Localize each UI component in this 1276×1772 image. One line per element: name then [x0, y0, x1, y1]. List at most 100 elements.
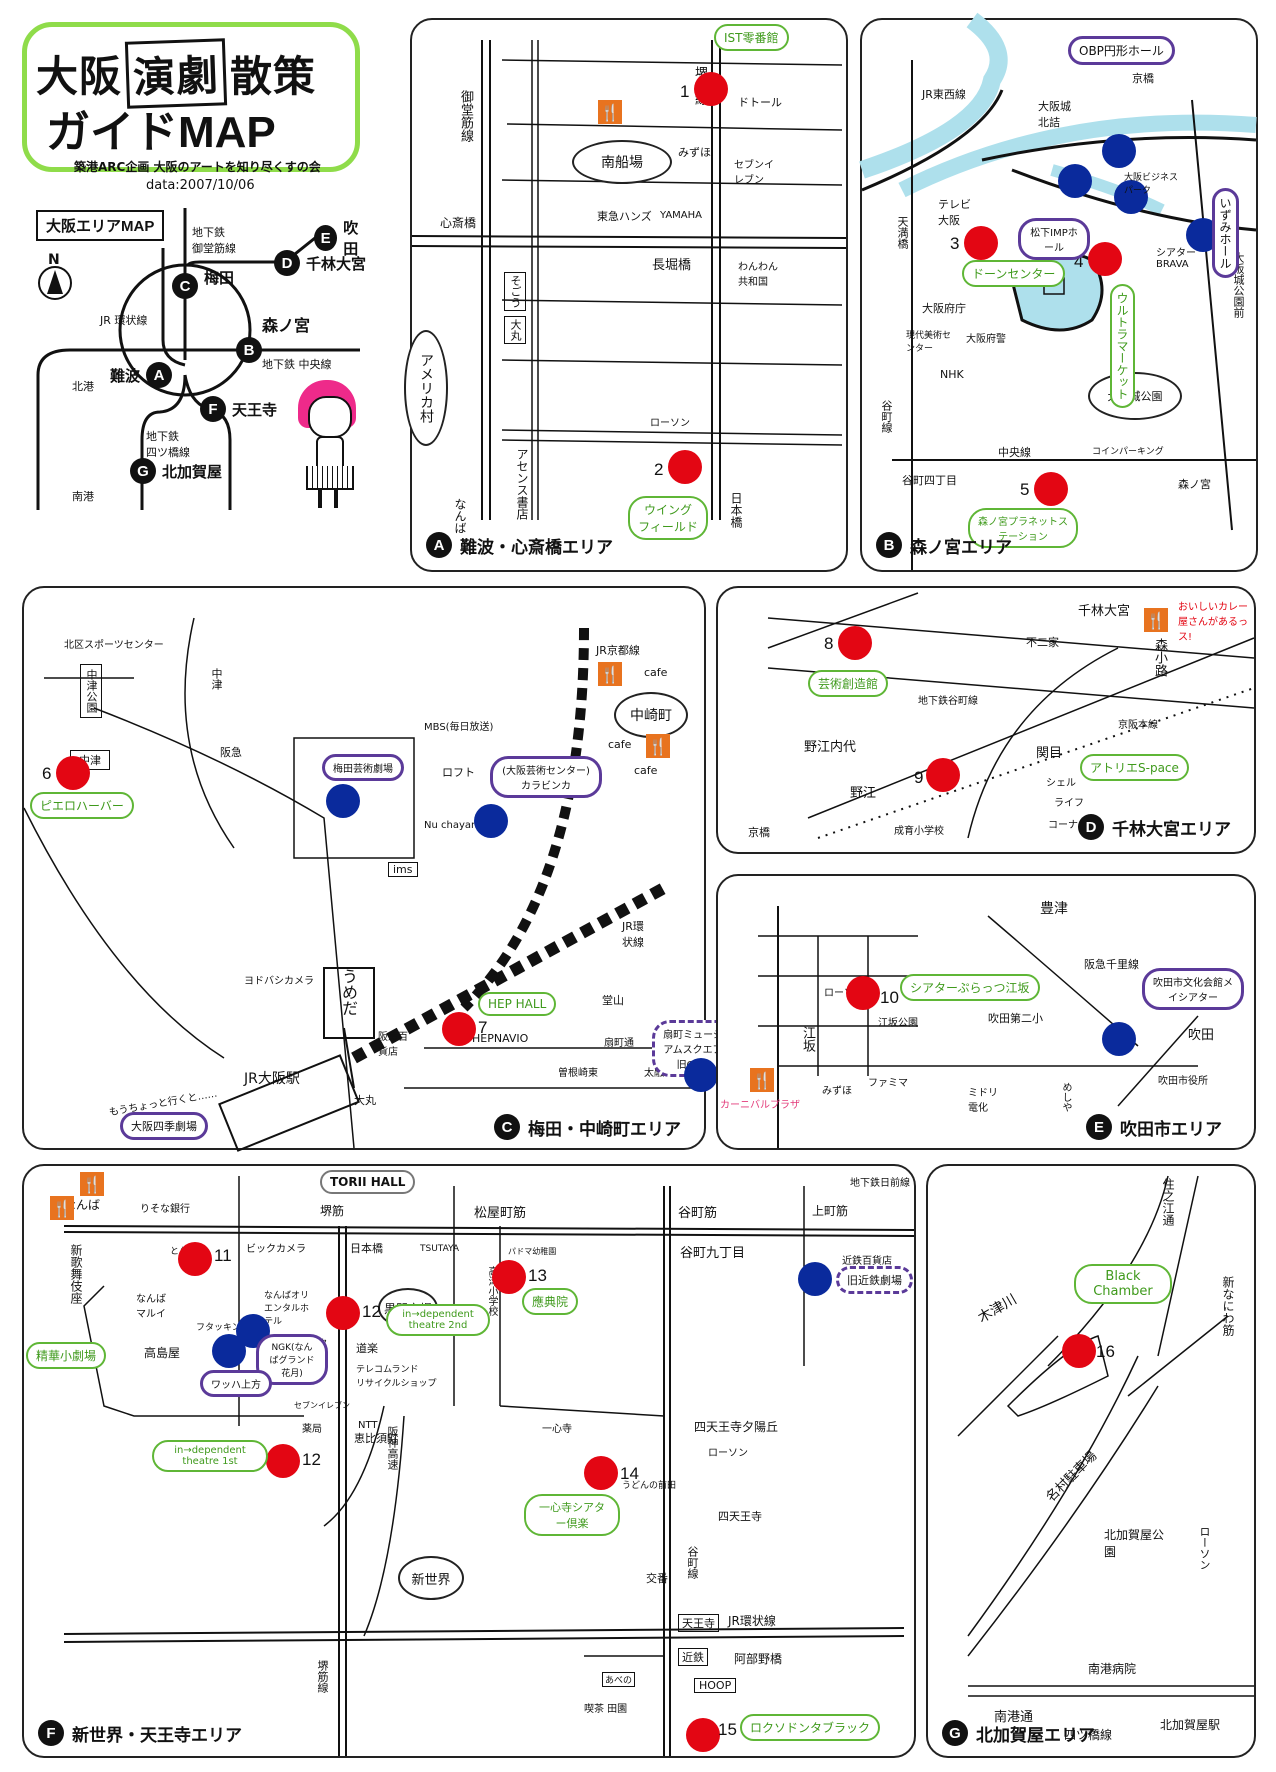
- station-jr-osaka: JR大阪駅: [244, 1071, 300, 1087]
- venue-label-izumi-hall[interactable]: いずみホール: [1212, 188, 1239, 278]
- landmark-yamaha: YAMAHA: [660, 210, 703, 221]
- venue-pin-3[interactable]: [964, 226, 998, 260]
- venue-label-black-chamber[interactable]: Black Chamber: [1074, 1264, 1172, 1304]
- venue-label-planet-station[interactable]: 森ノ宮プラネットステーション: [968, 508, 1078, 548]
- restaurant-icon: 🍴: [598, 100, 622, 124]
- area-g-panel: 住之江通 南港通 新なにわ筋 四ツ橋線 北加賀屋駅 木津川 名村駐車場 北加賀屋…: [926, 1164, 1256, 1758]
- venue-pin-12-1st[interactable]: [266, 1444, 300, 1478]
- area-a-title: A 難波・心斎橋エリア: [426, 532, 613, 558]
- landmark-isshinji: 一心寺: [542, 1424, 572, 1435]
- venue-label-dawn-center[interactable]: ドーンセンター: [962, 260, 1066, 287]
- area-e-title: E 吹田市エリア: [1086, 1114, 1222, 1140]
- venue-pin-obp-hall[interactable]: [1102, 134, 1136, 168]
- line-jr-kyoto: JR京都線: [596, 644, 640, 657]
- venue-pin-7[interactable]: [442, 1012, 476, 1046]
- station-suita: 吹田: [1188, 1028, 1215, 1043]
- venue-number-13: 13: [528, 1266, 547, 1285]
- venue-label-shiki-theater[interactable]: 大阪四季劇場: [120, 1112, 208, 1140]
- area-name: 北加賀屋エリア: [976, 1725, 1095, 1745]
- venue-pin-5[interactable]: [1034, 472, 1068, 506]
- station-noe-uchindai: 野江内代: [804, 740, 857, 755]
- venue-pin-umeda-arts-theater[interactable]: [326, 784, 360, 818]
- venue-pin-1[interactable]: [694, 72, 728, 106]
- landmark-shitennoji: 四天王寺: [718, 1510, 762, 1523]
- venue-label-kintetsu-gekijo[interactable]: 旧近鉄劇場: [836, 1266, 913, 1294]
- venue-label-seika[interactable]: 精華小劇場: [26, 1342, 107, 1369]
- venue-pin-kintetsu-gekijo[interactable]: [798, 1262, 832, 1296]
- venue-label-isshinji-theater[interactable]: 一心寺シアター倶楽: [524, 1494, 620, 1536]
- landmark-mizuho: みずほ: [678, 146, 711, 159]
- venue-label-independent-2nd[interactable]: in→dependent theatre 2nd: [386, 1304, 490, 1336]
- landmark-daimaru: 大丸: [354, 1094, 376, 1107]
- station-shitennoji-yuhigaoka: 四天王寺夕陽丘: [694, 1420, 779, 1434]
- overview-station-F[interactable]: F 天王寺: [200, 396, 277, 422]
- venue-pin-matsushita-imp[interactable]: [1058, 164, 1092, 198]
- venue-pin-karabinka[interactable]: [474, 804, 508, 838]
- venue-pin-6[interactable]: [56, 756, 90, 790]
- venue-label-karabinka[interactable]: (大阪芸術センター) カラビンカ: [490, 756, 602, 798]
- venue-label-mei-theater[interactable]: 吹田市文化会館メイシアター: [1142, 968, 1244, 1010]
- station-name: 梅田: [204, 268, 235, 287]
- overview-station-G[interactable]: G 北加賀屋: [130, 458, 222, 484]
- venue-pin-11[interactable]: [178, 1242, 212, 1276]
- title-line-2: ガイドMAP: [46, 108, 276, 157]
- venue-label-pierrot-harbor[interactable]: ピエロハーバー: [30, 792, 134, 819]
- station-sekime: 関目: [1036, 746, 1063, 761]
- venue-label-matsushita-imp[interactable]: 松下IMPホール: [1018, 218, 1090, 260]
- venue-pin-waha[interactable]: [212, 1334, 246, 1368]
- landmark-esaka-park: 江坂公園: [878, 1018, 918, 1029]
- landmark-udon-maeda: うどんの前田: [622, 1481, 677, 1491]
- restaurant-icon: 🍴: [646, 734, 670, 758]
- venue-label-geijutsu-sozokan[interactable]: 芸術創造館: [808, 670, 889, 697]
- overview-station-D[interactable]: D 千林大宮: [274, 250, 366, 276]
- venue-label-ist-zerobankan[interactable]: IST零番館: [714, 24, 789, 51]
- venue-pin-8[interactable]: [838, 626, 872, 660]
- venue-pin-obp[interactable]: [1114, 180, 1148, 214]
- venue-number-3: 3: [950, 234, 960, 253]
- venue-pin-10[interactable]: [846, 976, 880, 1010]
- venue-label-waha-kamigata[interactable]: ワッハ上方: [200, 1370, 272, 1397]
- badge-D: D: [1078, 814, 1104, 840]
- venue-pin-16[interactable]: [1062, 1334, 1096, 1368]
- venue-pin-2[interactable]: [668, 450, 702, 484]
- venue-label-hep-hall[interactable]: HEP HALL: [478, 992, 557, 1016]
- venue-pin-14[interactable]: [584, 1456, 618, 1490]
- venue-label-ultra-market[interactable]: ウルトラマーケット: [1110, 284, 1135, 408]
- landmark-takashimaya: 高島屋: [144, 1346, 181, 1360]
- venue-label-theater-platz[interactable]: シアターぷらっつ江坂: [900, 974, 1040, 1001]
- venue-pin-9[interactable]: [926, 758, 960, 792]
- overview-station-B[interactable]: B: [236, 337, 262, 363]
- street-matsuyamachi: 松屋町筋: [474, 1206, 527, 1221]
- line-sennichimae: 地下鉄日前線: [850, 1178, 910, 1189]
- overview-map: 大阪エリアMAP N 地下鉄 御堂筋線 JR 環状線 地下鉄 中央線 地下鉄 四…: [0, 200, 370, 510]
- venue-pin-mei-theater[interactable]: [1102, 1022, 1136, 1056]
- overview-station-E[interactable]: E 吹田: [314, 217, 370, 259]
- venue-label-loxodonta-black[interactable]: ロクソドンタブラック: [740, 1714, 881, 1741]
- venue-label-wing-field[interactable]: ウイングフィールド: [628, 496, 708, 540]
- station-ebisucho: 恵比須町: [354, 1432, 398, 1445]
- landmark-mbs: MBS(毎日放送): [424, 722, 494, 733]
- venue-pin-15[interactable]: [686, 1718, 720, 1752]
- landmark-fujiya: 不二家: [1026, 636, 1059, 649]
- date: data:2007/10/06: [146, 178, 255, 193]
- venue-pin-13[interactable]: [492, 1260, 526, 1294]
- venue-label-torii-hall[interactable]: TORII HALL: [320, 1170, 416, 1194]
- venue-label-atelier-space[interactable]: アトリエS-pace: [1080, 754, 1189, 781]
- venue-label-independent-1st[interactable]: in→dependent theatre 1st: [152, 1440, 268, 1472]
- landmark-bic-camera: ビックカメラ: [246, 1244, 306, 1255]
- venue-pin-oms[interactable]: [684, 1058, 718, 1092]
- venue-number-12-1st: 12: [302, 1450, 321, 1469]
- landmark-futakkin: フタッキン: [196, 1323, 241, 1333]
- street-sonezaki: 曽根崎東: [558, 1068, 598, 1079]
- area-c-title: C 梅田・中崎町エリア: [494, 1114, 681, 1140]
- overview-station-C[interactable]: C 梅田: [172, 269, 234, 299]
- venue-label-umeda-arts-theater[interactable]: 梅田芸術劇場: [322, 754, 404, 781]
- station-noe: 野江: [850, 786, 877, 801]
- venue-pin-12-2nd[interactable]: [326, 1296, 360, 1330]
- area-b-panel: JR東西線 天満橋 谷町線 谷町四丁目 中央線 京橋 大阪城北詰 大阪城公園前 …: [859, 12, 1258, 572]
- restaurant-icon: 🍴: [598, 662, 622, 686]
- venue-pin-4[interactable]: [1088, 242, 1122, 276]
- venue-label-obp-hall[interactable]: OBP円形ホール: [1068, 36, 1175, 65]
- venue-label-otenin[interactable]: 應典院: [522, 1288, 579, 1315]
- station-name-B: 森ノ宮: [262, 316, 311, 335]
